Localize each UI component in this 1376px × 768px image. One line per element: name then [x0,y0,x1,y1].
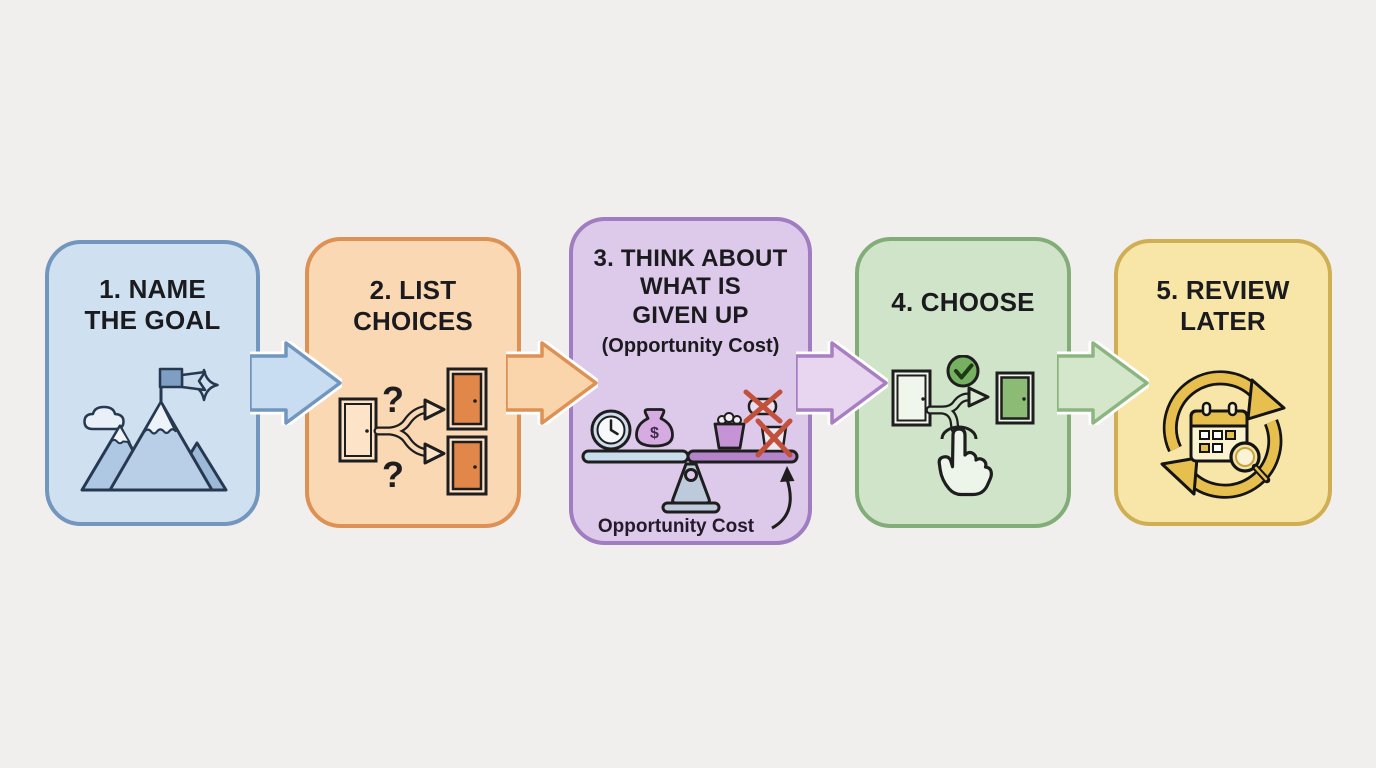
cloud-icon [82,405,125,431]
pointing-hand-icon [937,427,993,497]
step-3-title: 3. THINK ABOUT WHAT IS GIVEN UP [593,245,788,329]
step-3-subtitle: (Opportunity Cost) [601,334,780,357]
step-2-title: 2. LIST CHOICES [353,275,473,336]
flow-arrow-1 [250,341,342,425]
arrowhead-bottom [423,442,446,465]
door-choices-icon: ? ? [338,367,488,496]
beam-right [686,449,798,464]
option-door-left-icon [891,369,932,427]
check-circle-icon [946,355,980,388]
flow-arrow-3 [796,341,888,425]
question-mark-bottom: ? [382,454,404,495]
calendar-cycle-icon [1160,370,1286,499]
question-mark-top: ? [382,379,404,420]
mountain-flag-icon [80,367,227,492]
pivot-base [661,501,720,514]
dollar-sign: $ [650,425,659,442]
money-bag-icon [634,408,674,448]
step-5-title: 5. REVIEW LATER [1156,275,1290,336]
tap-ripple [940,425,978,440]
beam-left [581,449,689,464]
flow-arrow-2 [506,341,598,425]
balance-scale-icon: $ Opportunity Cost [581,389,798,537]
flag-icon [158,367,183,389]
curved-arrow-icon [770,478,792,530]
choose-door-hand-icon [891,355,1035,497]
main-peak [108,400,213,492]
arrowhead-top [423,398,446,421]
main-peak-snow [142,400,177,435]
step-box-5-review-later: 5. REVIEW LATER [1114,239,1332,526]
step-box-3-think-given-up: 3. THINK ABOUT WHAT IS GIVEN UP (Opportu… [569,217,812,545]
step-1-title: 1. NAME THE GOAL [84,274,221,335]
left-peak-snow [109,425,130,445]
flag-pennant [180,370,206,392]
flow-arrow-4 [1057,341,1149,425]
arrowhead-right [967,386,990,408]
step-4-title: 4. CHOOSE [891,287,1035,317]
step-box-1-name-the-goal: 1. NAME THE GOAL [45,240,260,526]
opportunity-cost-label: Opportunity Cost [597,516,754,537]
